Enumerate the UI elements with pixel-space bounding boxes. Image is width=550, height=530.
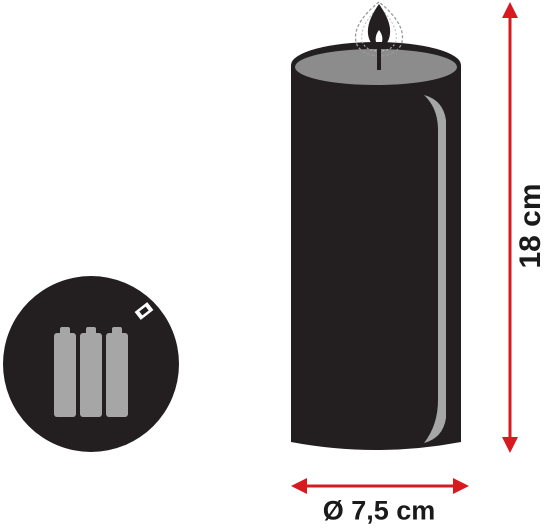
- diameter-label: Ø 7,5 cm: [322, 495, 436, 526]
- battery-group: [54, 327, 128, 417]
- height-label: 18 cm: [514, 183, 547, 269]
- flame-core: [367, 4, 391, 48]
- battery-icon: [106, 327, 128, 417]
- candle-highlight: [424, 95, 446, 443]
- battery-icon: [80, 327, 102, 417]
- height-dimension-arrow: [502, 2, 518, 453]
- flame: [354, 1, 404, 70]
- diameter-arrowhead-left: [291, 478, 307, 494]
- candle: [291, 42, 461, 450]
- diameter-dimension-arrow: [291, 478, 469, 494]
- battery-badge: [3, 276, 179, 452]
- diameter-arrowhead-right: [453, 478, 469, 494]
- height-arrowhead-top: [502, 2, 518, 18]
- candle-top: [295, 49, 457, 85]
- battery-compartment-icon: [134, 302, 154, 320]
- candle-body: [291, 65, 461, 450]
- height-arrowhead-bottom: [502, 437, 518, 453]
- wick: [377, 44, 381, 70]
- battery-icon: [54, 327, 76, 417]
- flame-inner-light: [375, 30, 383, 42]
